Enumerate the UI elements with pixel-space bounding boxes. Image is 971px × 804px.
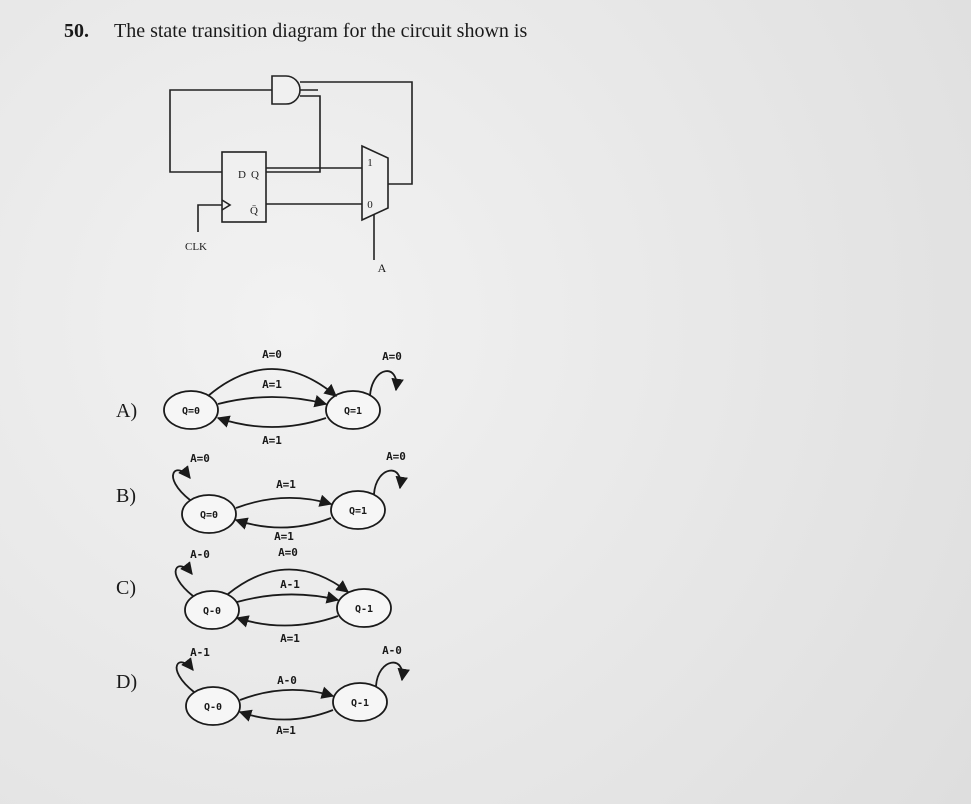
edge-label: A-1 [280, 578, 300, 591]
option-b-label[interactable]: B) [116, 485, 136, 507]
edge-label: A=0 [190, 452, 210, 465]
state-label: Q-1 [355, 604, 373, 615]
option-c-diagram[interactable]: Q-0 Q-1 A-0 A=0 A-1 A=1 [174, 546, 392, 645]
edge-label: A=1 [276, 478, 296, 491]
question-number: 50. [64, 20, 89, 42]
transition-arc [234, 517, 332, 530]
edge-label: A=1 [262, 378, 282, 391]
ff-d-pin: D [238, 169, 246, 181]
self-loop [373, 469, 408, 495]
state-label: Q-0 [203, 606, 221, 617]
option-d-label[interactable]: D) [116, 671, 138, 693]
edge-label: A=1 [280, 632, 300, 645]
state-label: Q=1 [344, 406, 362, 417]
wires [169, 81, 413, 260]
transition-arc [227, 568, 350, 595]
state-node [336, 588, 392, 628]
state-label: Q=0 [200, 510, 218, 521]
state-node [163, 390, 219, 430]
edge-label: A-0 [277, 674, 297, 687]
state-label: Q-1 [351, 698, 369, 709]
state-node [325, 390, 381, 430]
state-label: Q-0 [204, 702, 222, 713]
option-d-diagram[interactable]: Q-0 Q-1 A-1 A-0 A-0 A=1 [175, 644, 410, 737]
state-node [181, 494, 237, 534]
state-node [330, 490, 386, 530]
question-text: The state transition diagram for the cir… [114, 20, 528, 42]
edge-label: A=1 [262, 434, 282, 447]
transition-arc [235, 494, 333, 509]
edge-label: A-1 [190, 646, 210, 659]
option-a-label[interactable]: A) [116, 400, 138, 422]
clock-label: CLK [185, 241, 207, 253]
multiplexer [361, 144, 389, 222]
state-node [332, 682, 388, 722]
state-label: Q=0 [182, 406, 200, 417]
edge-label: A=0 [386, 450, 406, 463]
state-node [184, 590, 240, 630]
transition-arc [216, 415, 327, 428]
circuit-diagram [169, 75, 413, 260]
select-label: A [378, 261, 387, 275]
mux-input-0: 0 [367, 199, 373, 211]
ff-q-pin: Q [251, 169, 259, 181]
option-a-diagram[interactable]: Q=0 Q=1 A=0 A=1 A=1 A=0 [163, 348, 404, 447]
edge-label: A=1 [274, 530, 294, 543]
ff-qbar-pin: Q̄ [250, 205, 258, 217]
edge-label: A=0 [278, 546, 298, 559]
transition-arc [236, 591, 340, 604]
edge-label: A-0 [190, 548, 210, 561]
edge-label: A=0 [382, 350, 402, 363]
self-loop [172, 465, 191, 501]
mux-input-1: 1 [367, 157, 373, 169]
d-flip-flop [221, 151, 267, 223]
edge-label: A=1 [276, 724, 296, 737]
self-loop [369, 370, 404, 397]
state-node [185, 686, 241, 726]
and-gate [271, 75, 318, 105]
self-loop [174, 561, 194, 597]
edge-label: A=0 [262, 348, 282, 361]
option-b-diagram[interactable]: Q=0 Q=1 A=0 A=0 A=1 A=1 [172, 450, 408, 543]
transition-arc [217, 395, 328, 408]
transition-arc [238, 709, 334, 722]
option-c-label[interactable]: C) [116, 577, 136, 599]
state-label: Q=1 [349, 506, 367, 517]
self-loop [175, 657, 195, 693]
transition-arc [239, 686, 335, 701]
edge-label: A-0 [382, 644, 402, 657]
transition-arc [207, 368, 337, 397]
transition-arc [235, 615, 339, 628]
self-loop [375, 661, 410, 687]
